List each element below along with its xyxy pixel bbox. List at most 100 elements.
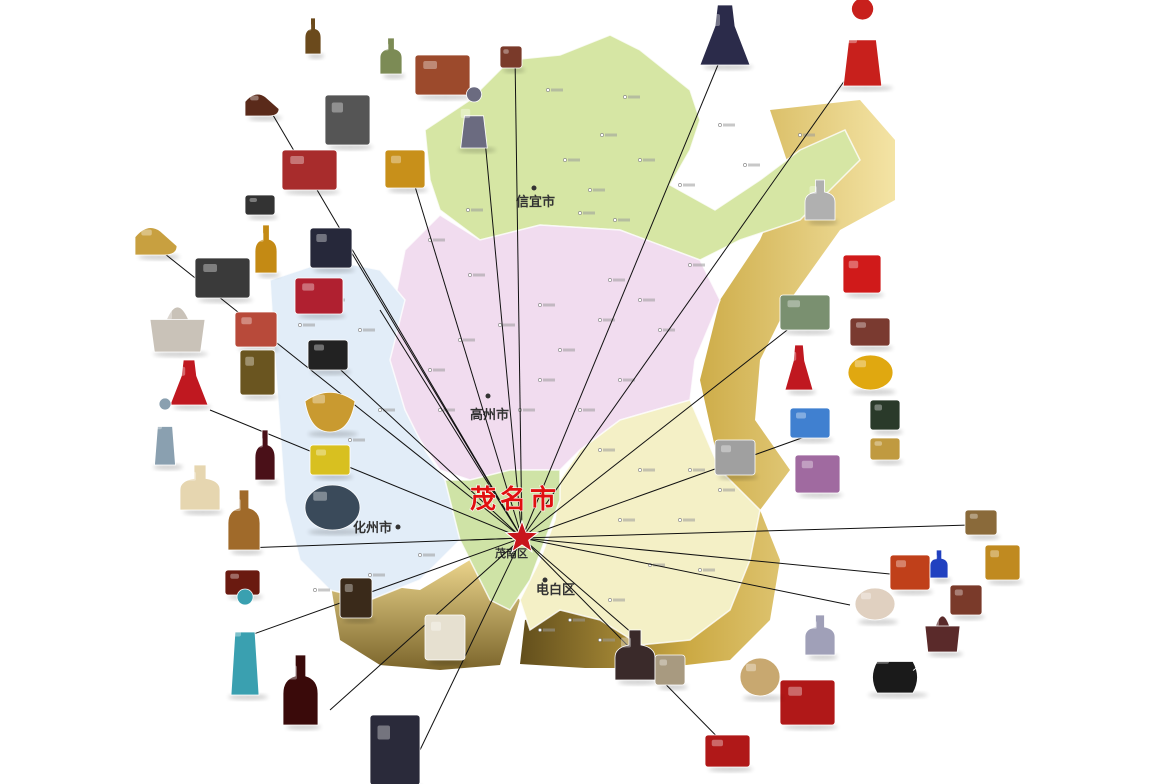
region-labels: 信宜市 高州市 化州市 电白区 茂南区 — [353, 185, 575, 598]
wine-bottle-icon — [379, 37, 405, 79]
town-name-blur — [603, 638, 615, 642]
town-dot — [368, 573, 372, 577]
label-huazhou: 化州市 — [353, 520, 392, 536]
gift-box-icon — [324, 94, 373, 150]
town-dot — [638, 468, 642, 472]
connector-line — [349, 249, 523, 539]
town-dot — [608, 598, 612, 602]
town-name-blur — [603, 448, 615, 452]
town-dot — [598, 448, 602, 452]
town-dot — [678, 518, 682, 522]
gift-box-icon — [194, 257, 253, 303]
wine-bottle-icon — [804, 179, 838, 225]
connector-line — [329, 359, 523, 539]
town-name-blur — [503, 323, 515, 327]
gift-box-icon — [244, 194, 278, 220]
gift-box-icon — [281, 149, 340, 195]
town-dot — [578, 211, 582, 215]
town-name-blur — [543, 628, 555, 632]
teapot-icon — [868, 654, 928, 698]
town-dot — [598, 318, 602, 322]
town-dot — [618, 378, 622, 382]
label-gaozhou: 高州市 — [470, 407, 509, 423]
town-dot — [688, 263, 692, 267]
town-name-blur — [353, 438, 365, 442]
gift-box-icon — [294, 277, 346, 319]
gift-box-icon — [424, 614, 468, 665]
town-dot — [546, 88, 550, 92]
town-dot — [623, 95, 627, 99]
connector-line — [484, 139, 523, 539]
town-dot — [428, 368, 432, 372]
town-name-blur — [723, 123, 735, 127]
shoe-icon — [244, 93, 282, 121]
connector-line — [521, 524, 971, 539]
gift-box-icon — [869, 437, 903, 465]
wine-bottle-icon — [254, 224, 280, 278]
connector-line — [521, 319, 801, 539]
gift-box-icon — [964, 509, 1000, 540]
town-dot — [658, 328, 662, 332]
doll-icon — [458, 86, 496, 153]
town-dot — [358, 328, 362, 332]
wine-bottle-icon — [929, 549, 951, 583]
town-dot — [563, 158, 567, 162]
gift-box-icon — [842, 254, 884, 298]
gift-box-icon — [794, 454, 843, 498]
town-dot — [498, 323, 502, 327]
doll-icon — [153, 397, 183, 470]
town-name-blur — [523, 408, 535, 412]
town-dot — [538, 628, 542, 632]
gift-box-icon — [984, 544, 1023, 585]
town-dot — [313, 588, 317, 592]
town-name-blur — [683, 518, 695, 522]
town-dot — [688, 468, 692, 472]
town-name-blur — [748, 163, 760, 167]
dress-icon — [169, 359, 211, 410]
town-name-blur — [693, 468, 705, 472]
shoe-icon — [134, 227, 180, 260]
town-dot — [638, 298, 642, 302]
town-name-blur — [803, 133, 815, 137]
center-star-icon — [504, 519, 540, 553]
town-dot — [418, 553, 422, 557]
connector-line — [521, 537, 901, 576]
gift-box-icon — [234, 311, 280, 352]
handbag-icon — [149, 306, 208, 357]
town-dot — [618, 518, 622, 522]
town-dot — [568, 618, 572, 622]
town-name-blur — [643, 298, 655, 302]
doll-icon — [228, 588, 268, 700]
town-name-blur — [568, 158, 580, 162]
dress-icon — [784, 344, 816, 395]
gift-box-icon — [499, 45, 525, 73]
gift-box-icon — [239, 349, 278, 400]
gift-box-icon — [414, 54, 473, 100]
town-dot — [558, 348, 562, 352]
connector-line — [247, 537, 523, 637]
gift-box-icon — [309, 444, 353, 480]
town-name-blur — [643, 158, 655, 162]
product-icons — [134, 0, 1023, 784]
town-dot — [600, 133, 604, 137]
watch-icon — [304, 484, 363, 535]
gift-box-icon — [339, 577, 375, 623]
town-name-blur — [433, 238, 445, 242]
wine-bottle-icon — [282, 654, 321, 730]
town-name-blur — [653, 563, 665, 567]
connector-line — [379, 309, 523, 539]
town-name-blur — [423, 553, 435, 557]
gift-box-icon — [849, 317, 893, 351]
town-dot — [598, 638, 602, 642]
town-name-blur — [583, 211, 595, 215]
town-name-blur — [551, 88, 563, 92]
town-dot — [378, 408, 382, 412]
gift-box-icon — [307, 339, 351, 375]
plate-icon — [854, 587, 898, 625]
town-name-blur — [703, 568, 715, 572]
town-name-blur — [613, 278, 625, 282]
town-name-blur — [303, 323, 315, 327]
town-dot — [698, 568, 702, 572]
gift-box-icon — [779, 679, 838, 730]
